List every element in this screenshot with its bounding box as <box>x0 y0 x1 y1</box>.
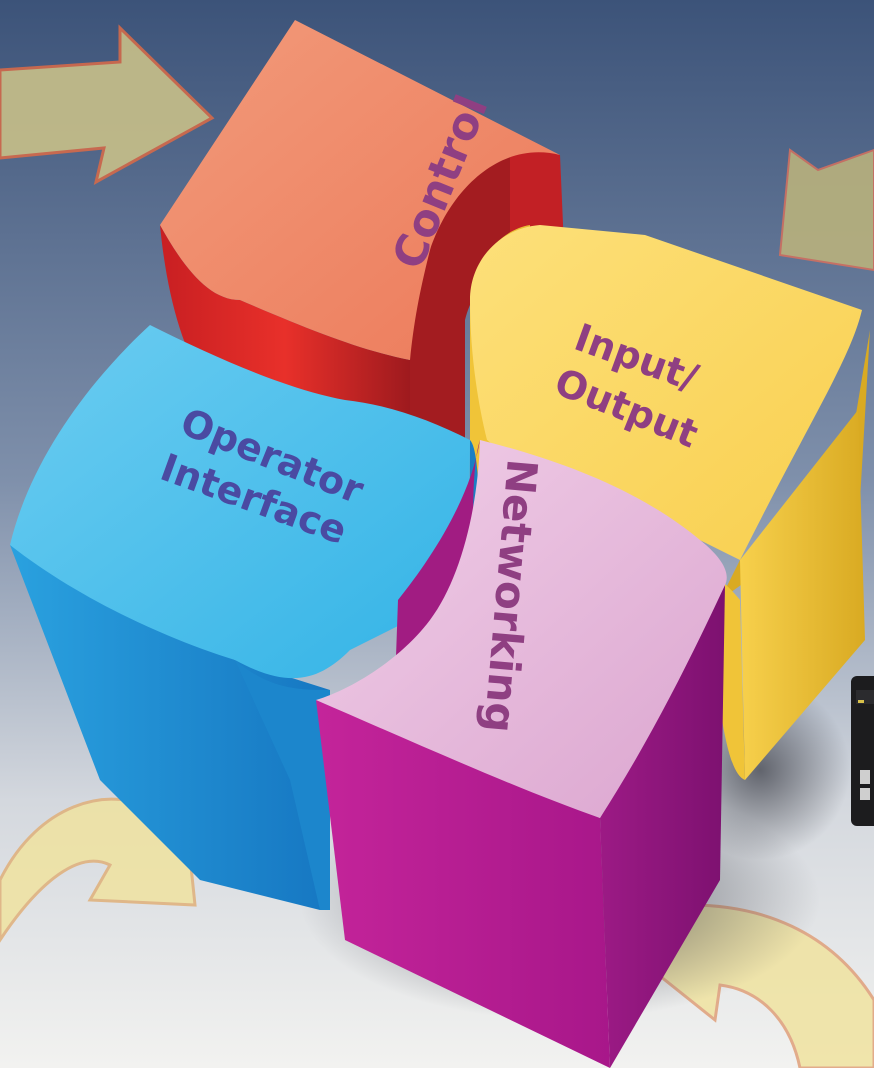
networking-side <box>600 585 725 1068</box>
device-thumbnail-icon <box>851 676 874 826</box>
operator-top <box>10 325 470 679</box>
arrow-icon-top-right <box>778 148 874 272</box>
block-operator-interface: Operator Interface <box>10 325 480 910</box>
io-right-side <box>740 410 865 780</box>
control-top <box>160 20 560 360</box>
operator-front <box>10 545 330 910</box>
arrow-icon-top-left <box>0 24 215 185</box>
networking-top <box>316 440 727 818</box>
block-networking: Networking <box>316 440 727 1068</box>
